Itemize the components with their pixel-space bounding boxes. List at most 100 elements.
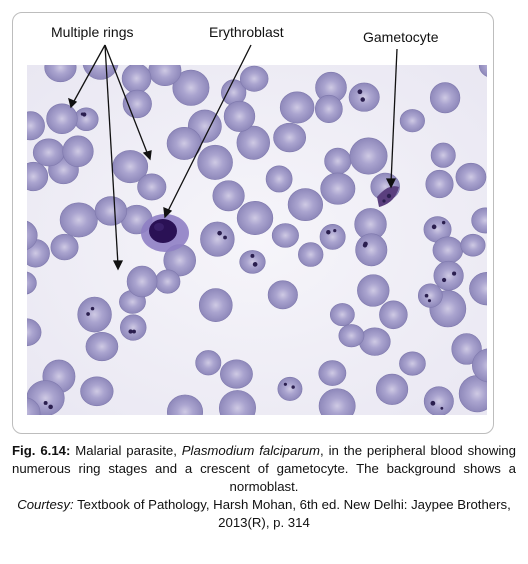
red-blood-cell xyxy=(27,271,37,295)
red-blood-cell xyxy=(77,296,112,333)
red-blood-cell xyxy=(379,300,408,330)
ring-parasite-dot xyxy=(326,230,331,235)
ring-parasite-dot xyxy=(250,253,255,258)
ring-parasite-dot xyxy=(43,400,48,405)
ring-parasite-dot xyxy=(431,224,437,230)
ring-parasites xyxy=(43,89,457,410)
ring-parasite-dot xyxy=(86,312,90,316)
red-blood-cell xyxy=(167,394,204,415)
red-blood-cell xyxy=(197,144,233,180)
erythroblast-cell xyxy=(141,214,189,252)
ring-parasite-dot xyxy=(441,277,447,283)
red-blood-cell xyxy=(349,137,388,175)
red-blood-cell xyxy=(324,147,352,175)
red-blood-cell xyxy=(121,65,152,94)
ring-parasite-dot xyxy=(128,329,133,334)
ring-parasite-dot xyxy=(357,89,363,95)
red-blood-cell xyxy=(27,161,49,192)
species-name: Plasmodium falciparum xyxy=(181,443,321,458)
red-blood-cell xyxy=(429,82,461,114)
red-blood-cell xyxy=(59,202,98,238)
caption-text-2: , in the peripheral blood showing numero… xyxy=(12,443,516,494)
red-blood-cell xyxy=(32,138,65,167)
label-multiple-rings: Multiple rings xyxy=(51,24,134,40)
red-blood-cell xyxy=(166,126,202,160)
red-blood-cell xyxy=(423,386,454,415)
ring-parasite-dot xyxy=(291,385,295,389)
red-blood-cell xyxy=(27,318,42,347)
red-blood-cell xyxy=(355,233,388,267)
red-blood-cell xyxy=(46,103,78,134)
ring-parasite-dot xyxy=(48,404,53,410)
red-blood-cell xyxy=(469,271,487,306)
red-blood-cell xyxy=(338,324,365,348)
red-blood-cell xyxy=(50,233,79,261)
red-blood-cell xyxy=(314,94,343,124)
red-blood-cell xyxy=(27,220,38,250)
red-blood-cell xyxy=(287,188,324,222)
red-blood-cell xyxy=(267,280,298,310)
red-blood-cell xyxy=(430,142,456,168)
red-blood-cell xyxy=(265,165,293,193)
blood-smear-micrograph xyxy=(27,65,487,415)
red-blood-cell xyxy=(375,373,409,405)
ring-parasite-dot xyxy=(430,400,436,406)
label-erythroblast: Erythroblast xyxy=(209,24,284,40)
red-blood-cell xyxy=(122,89,152,119)
ring-parasite-dot xyxy=(217,230,222,236)
red-blood-cell xyxy=(200,221,235,257)
ring-parasite-dot xyxy=(441,220,446,225)
gametocyte-crescent xyxy=(377,186,399,207)
red-blood-cell xyxy=(320,172,356,205)
red-blood-cell xyxy=(137,173,167,201)
red-blood-cell xyxy=(348,82,380,112)
red-blood-cell xyxy=(27,397,41,415)
red-blood-cell xyxy=(73,107,99,132)
red-blood-cell xyxy=(236,200,274,235)
red-blood-cell xyxy=(425,169,454,199)
red-blood-cell xyxy=(432,236,464,264)
red-blood-cell xyxy=(319,223,346,250)
red-blood-cell xyxy=(472,348,487,383)
red-blood-cell xyxy=(399,351,426,376)
caption-main: Fig. 6.14: Malarial parasite, Plasmodium… xyxy=(12,442,516,496)
red-blood-cell xyxy=(399,109,425,133)
red-blood-cell xyxy=(218,390,256,415)
red-blood-cell xyxy=(126,265,158,298)
ring-parasite-dot xyxy=(440,406,444,410)
ring-parasite-dot xyxy=(80,112,84,116)
ring-parasite-dot xyxy=(360,97,366,102)
red-blood-cell xyxy=(239,250,266,274)
ring-parasite-dot xyxy=(427,299,432,303)
red-blood-cell xyxy=(433,260,464,291)
ring-parasite-dot xyxy=(283,382,287,386)
ring-parasite-dot xyxy=(252,262,258,267)
caption-courtesy: Courtesy: Textbook of Pathology, Harsh M… xyxy=(12,496,516,532)
ring-parasite-dot xyxy=(333,228,337,233)
red-blood-cell xyxy=(298,242,324,267)
red-blood-cell xyxy=(471,207,487,234)
red-blood-cell xyxy=(212,180,245,212)
red-blood-cell xyxy=(27,111,45,141)
caption-text-1: Malarial parasite, xyxy=(70,443,182,458)
red-blood-cell xyxy=(239,65,269,92)
red-blood-cell xyxy=(154,269,181,294)
red-blood-cell xyxy=(358,327,391,356)
figure-panel: Multiple rings Erythroblast Gametocyte xyxy=(12,12,494,434)
red-blood-cell xyxy=(62,135,94,168)
red-blood-cell xyxy=(94,196,128,226)
red-blood-cell xyxy=(451,333,482,365)
label-gametocyte: Gametocyte xyxy=(363,29,439,45)
ring-parasite-dot xyxy=(132,329,136,334)
red-blood-cell xyxy=(329,303,355,327)
red-blood-cell xyxy=(271,223,299,248)
red-blood-cell xyxy=(198,288,233,322)
red-blood-cell xyxy=(460,233,486,257)
red-blood-cell xyxy=(223,100,256,132)
red-blood-cell xyxy=(357,274,390,307)
red-blood-cell xyxy=(273,122,307,153)
red-blood-cell xyxy=(195,350,222,376)
figure-number: Fig. 6.14: xyxy=(12,443,71,458)
red-blood-cell xyxy=(220,359,253,389)
red-blood-cell xyxy=(478,65,487,77)
